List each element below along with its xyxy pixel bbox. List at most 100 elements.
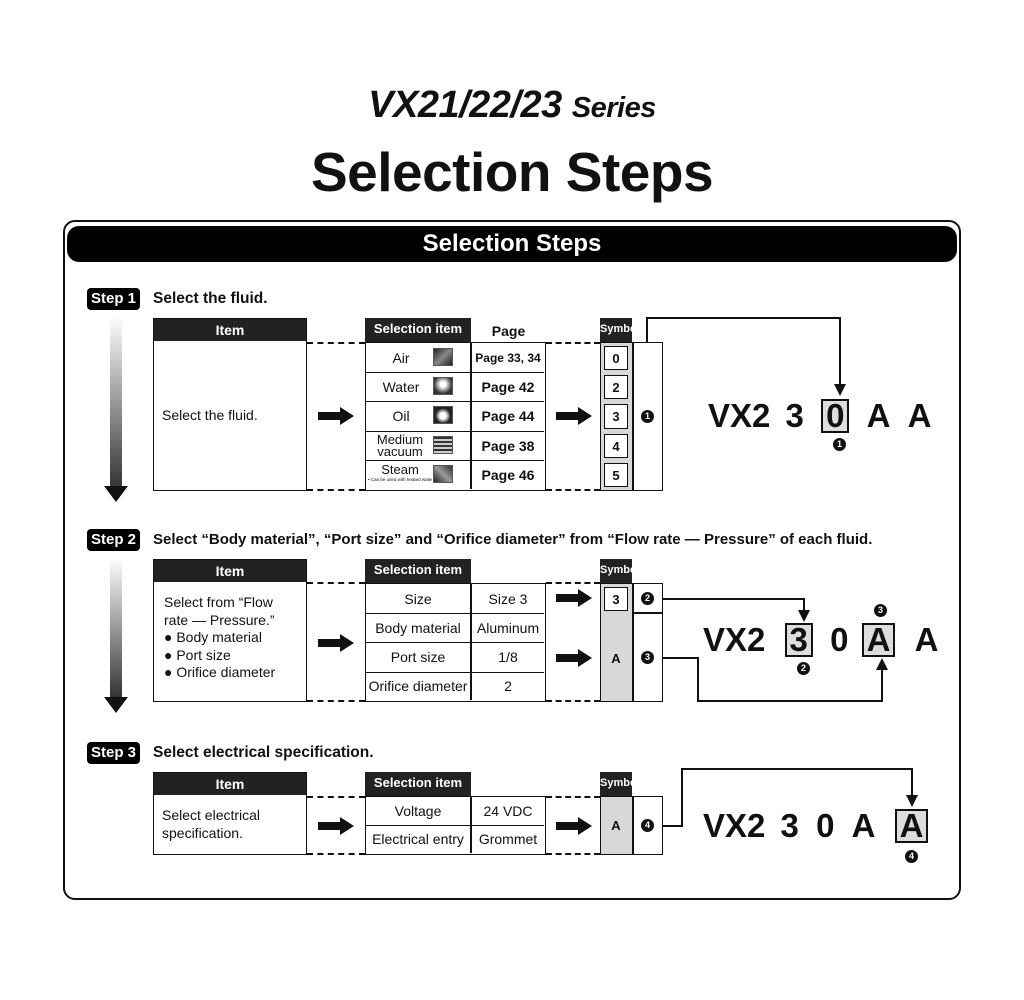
step3-symbol-col: A: [600, 796, 633, 855]
symbol-vacuum: 4: [604, 434, 628, 458]
step3-selection-header: Selection item: [365, 772, 471, 796]
step1-dash-top-2: [546, 342, 600, 344]
step1-row-line: [366, 431, 544, 432]
step2-connector-a-arrow-icon: [798, 610, 810, 622]
step2-item-line: ● Port size: [164, 646, 231, 663]
step1-arrow2-icon: [556, 407, 592, 425]
step1-symbol-header: Symbol: [600, 318, 640, 342]
steam-icon: [433, 465, 453, 483]
page-vacuum: Page 38: [481, 437, 535, 454]
model-char-material: A: [861, 623, 896, 657]
step1-item-box: Item Select the fluid.: [153, 318, 307, 491]
model-char-body: 3: [784, 623, 813, 657]
page-steam: Page 46: [481, 466, 535, 483]
step2-connector-b: [881, 667, 883, 702]
symbol-oil: 3: [604, 404, 628, 429]
symbol-air: 0: [604, 346, 628, 370]
page-air: Page 33, 34: [475, 350, 541, 365]
step3-row-line: [366, 825, 544, 826]
step3-symbol-header: Symbol: [600, 772, 640, 796]
section-banner: Selection Steps: [67, 226, 957, 262]
step2-down-arrow-icon: [104, 697, 128, 713]
step2-arrow-size-icon: [556, 589, 592, 607]
selection-frame: [63, 220, 961, 900]
step2-table-body: Size Size 3 Body material Aluminum Port …: [365, 583, 546, 702]
step2-value-body: Aluminum: [476, 619, 540, 636]
fluid-air: Air: [392, 349, 410, 366]
step3-connector: [681, 768, 913, 770]
step2-dash-bottom: [307, 700, 365, 702]
step2-connector-b: [697, 657, 699, 702]
step1-flow-bar: [110, 316, 122, 488]
step3-connector: [911, 768, 913, 798]
step3-value-voltage: 24 VDC: [483, 803, 533, 819]
step2-symbol-size: 3: [604, 587, 628, 611]
step2-connector-b: [663, 657, 699, 659]
step3-dash-top-2: [546, 796, 600, 798]
step1-model-marker: 1: [833, 438, 846, 451]
symbol-water: 2: [604, 375, 628, 399]
step2-row-line: [366, 642, 544, 643]
step3-label-voltage: Voltage: [394, 803, 442, 819]
page-title: Selection Steps: [310, 141, 714, 203]
series-suffix: Series: [571, 92, 657, 124]
step1-marker-1: 1: [641, 410, 654, 423]
step2-label-port: Port size: [390, 649, 446, 665]
model-char-electrical: A: [894, 809, 929, 843]
step3-heading: Select electrical specification.: [153, 744, 374, 761]
step2-model-marker-2: 2: [797, 662, 810, 675]
step1-connector: [646, 317, 648, 342]
step2-label-size: Size: [404, 590, 432, 607]
model-char-material: A: [851, 807, 876, 844]
model-char-body: 3: [785, 397, 804, 434]
step1-connector-arrow-icon: [834, 384, 846, 396]
step1-col-divider: [470, 343, 472, 489]
step2-arrow-icon: [318, 634, 354, 652]
step1-page-header: Page: [491, 323, 526, 339]
step2-arrow-body-icon: [556, 649, 592, 667]
vacuum-icon: [433, 436, 453, 454]
step1-row-line: [366, 460, 544, 461]
step3-value-entry: Grommet: [478, 831, 538, 847]
model-char-electrical: A: [907, 397, 932, 434]
step3-item-line: Select electrical: [162, 807, 261, 823]
step2-value-size: Size 3: [488, 590, 528, 607]
step2-item-line: ● Body material: [164, 629, 262, 645]
step1-item-text: Select the fluid.: [162, 407, 258, 423]
step3-marker-4: 4: [641, 819, 654, 832]
step2-symbol-col: 3 A: [600, 583, 633, 702]
fluid-medium-vacuum: Medium vacuum: [376, 431, 424, 459]
step3-model-marker-4: 4: [905, 850, 918, 863]
step2-marker-3: 3: [641, 651, 654, 664]
step1-tag: Step 1: [87, 288, 141, 310]
step1-dash-bottom: [307, 489, 365, 491]
model-prefix: VX2: [708, 397, 771, 434]
step1-row-line: [366, 372, 544, 373]
model-char-electrical: A: [914, 621, 939, 658]
step1-model-code: VX2 3 0 A A: [708, 396, 931, 436]
fluid-steam: Steam: [381, 461, 419, 477]
step2-model-code: VX2 3 0 A A: [703, 620, 938, 660]
step3-dash-bottom-2: [546, 853, 600, 855]
step1-down-arrow-icon: [104, 486, 128, 502]
oil-drop-icon: [433, 406, 453, 424]
step3-connector: [663, 825, 683, 827]
step2-row-line: [366, 672, 544, 673]
step3-arrow-icon: [318, 817, 354, 835]
step1-row-line: [366, 401, 544, 402]
step2-item-box: Item Select from “Flow rate — Pressure.”…: [153, 559, 307, 702]
step2-item-line: ● Orifice diameter: [164, 664, 276, 680]
step2-model-marker-3: 3: [874, 604, 887, 617]
step3-dash-bottom: [307, 853, 365, 855]
step2-value-port: 1/8: [498, 649, 518, 665]
step3-connector-arrow-icon: [906, 795, 918, 807]
fluid-water: Water: [382, 378, 420, 395]
step2-heading: Select “Body material”, “Port size” and …: [153, 531, 873, 548]
step3-model-code: VX2 3 0 A A: [703, 806, 929, 846]
step2-dash-top: [307, 582, 365, 584]
step3-item-box: Item Select electrical specification.: [153, 772, 307, 855]
model-char-fluid: 0: [816, 807, 835, 844]
page-water: Page 42: [481, 378, 535, 395]
step3-dash-top: [307, 796, 365, 798]
series-name: VX21/22/23: [368, 84, 562, 126]
